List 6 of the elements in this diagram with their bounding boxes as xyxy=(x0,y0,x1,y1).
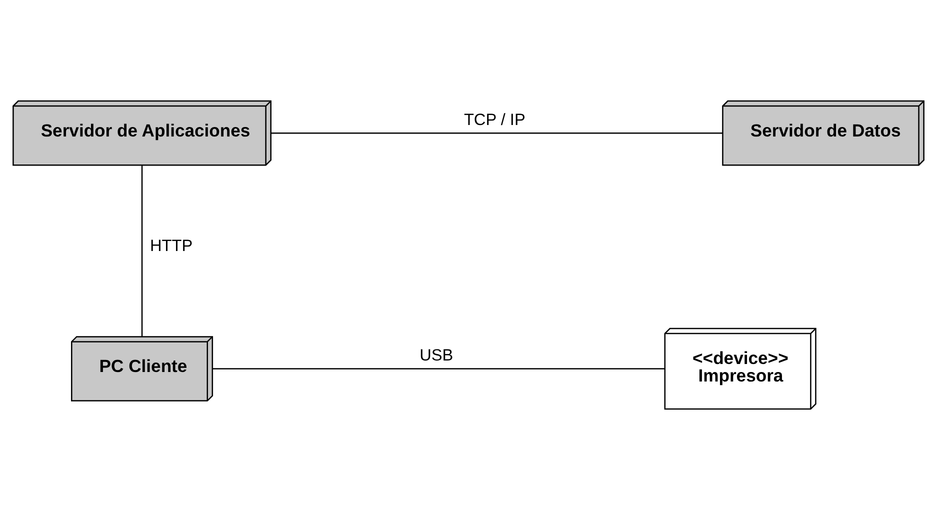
edge-label: HTTP xyxy=(150,237,192,256)
edge-label: USB xyxy=(420,346,454,364)
connector xyxy=(212,368,665,370)
connector xyxy=(270,132,723,134)
edge-label: TCP / IP xyxy=(464,110,526,129)
connector xyxy=(141,165,143,336)
